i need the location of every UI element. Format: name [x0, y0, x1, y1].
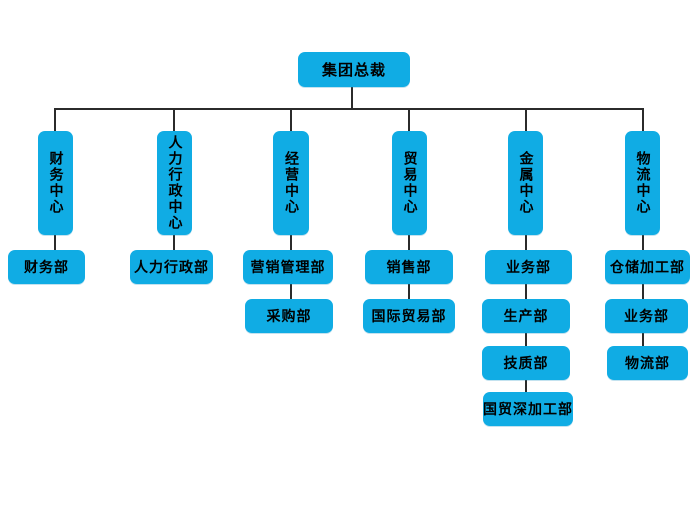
- connector-line: [525, 235, 527, 250]
- connector-line: [642, 109, 644, 131]
- connector-line: [408, 235, 410, 250]
- connector-line: [290, 109, 292, 131]
- connector-line: [525, 109, 527, 131]
- org-child-node: 财务部: [8, 250, 85, 284]
- connector-line: [173, 109, 175, 131]
- org-child-node: 仓储加工部: [605, 250, 690, 284]
- org-child-node: 销售部: [365, 250, 453, 284]
- connector-line: [408, 109, 410, 131]
- org-child-node: 生产部: [482, 299, 570, 333]
- org-center-node: 物流中心: [625, 131, 660, 235]
- org-child-node: 业务部: [605, 299, 688, 333]
- org-center-node: 经营中心: [273, 131, 309, 235]
- org-child-node: 人力行政部: [130, 250, 213, 284]
- connector-line: [525, 284, 527, 299]
- connector-line: [290, 284, 292, 299]
- org-child-node: 国贸深加工部: [483, 392, 573, 426]
- connector-line: [525, 380, 527, 392]
- org-center-node: 人力行政中心: [157, 131, 192, 235]
- connector-line: [54, 109, 56, 131]
- connector-line: [408, 284, 410, 299]
- connector-line: [173, 235, 175, 250]
- connector-line: [525, 333, 527, 346]
- org-center-node: 贸易中心: [392, 131, 427, 235]
- org-child-node: 营销管理部: [243, 250, 333, 284]
- org-center-node: 财务中心: [38, 131, 73, 235]
- org-child-node: 国际贸易部: [363, 299, 455, 333]
- connector-line: [351, 87, 353, 110]
- connector-line: [290, 235, 292, 250]
- org-child-node: 采购部: [245, 299, 333, 333]
- connector-line: [642, 284, 644, 299]
- connector-line: [642, 235, 644, 250]
- org-child-node: 业务部: [485, 250, 572, 284]
- org-child-node: 技质部: [482, 346, 570, 380]
- connector-line: [54, 108, 644, 110]
- org-center-node: 金属中心: [508, 131, 543, 235]
- connector-line: [54, 235, 56, 250]
- connector-line: [642, 333, 644, 346]
- org-node-root: 集团总裁: [298, 52, 410, 87]
- org-child-node: 物流部: [607, 346, 688, 380]
